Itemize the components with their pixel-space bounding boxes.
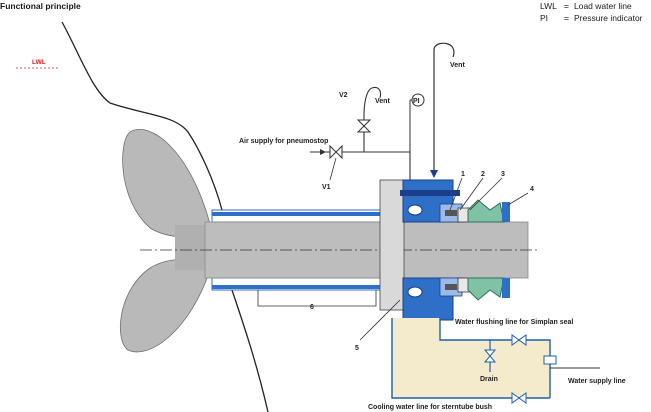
callouts bbox=[257, 177, 529, 341]
label-water-supply: Water supply line bbox=[568, 378, 626, 385]
valve-cooling bbox=[511, 392, 527, 404]
legend-desc-lwl: Load water line bbox=[574, 1, 632, 11]
valve-flushing bbox=[511, 334, 527, 346]
legend-desc-pi: Pressure indicator bbox=[574, 13, 643, 23]
pressure-indicator-gauge bbox=[411, 93, 425, 107]
label-item-6: 6 bbox=[310, 304, 314, 311]
label-cooling-line: Cooling water line for sterntube bush bbox=[368, 404, 492, 411]
label-pi: PI bbox=[413, 98, 420, 105]
diagram-title: Functional principle bbox=[0, 1, 81, 11]
valve-v2 bbox=[356, 119, 372, 133]
water-supply-region bbox=[392, 318, 550, 398]
lwl-label: LWL bbox=[32, 59, 46, 66]
vent-pipe-top bbox=[433, 42, 455, 170]
label-drain: Drain bbox=[480, 376, 498, 383]
legend-eq-lwl: = bbox=[564, 1, 569, 11]
label-flushing-line: Water flushing line for Simplan seal bbox=[455, 319, 573, 326]
flushing-water-line bbox=[439, 318, 551, 398]
label-air-supply: Air supply for pneumostop bbox=[239, 138, 328, 145]
legend-abbr-lwl: LWL bbox=[540, 1, 557, 11]
flow-meter bbox=[543, 355, 557, 365]
legend-abbr-pi: PI bbox=[540, 13, 548, 23]
legend: LWL = Load water line PI = Pressure indi… bbox=[540, 1, 643, 23]
label-vent-v2: Vent bbox=[375, 98, 390, 105]
lwl-marker: LWL bbox=[16, 59, 60, 69]
vent-arrow-top bbox=[430, 170, 438, 178]
cooling-water-line bbox=[391, 318, 550, 399]
label-v2: V2 bbox=[339, 92, 348, 99]
simplan-seal-assembly bbox=[379, 179, 510, 321]
label-v1: V1 bbox=[322, 184, 331, 191]
valve-v1 bbox=[329, 144, 343, 160]
label-vent-top: Vent bbox=[450, 62, 465, 69]
label-item-2: 2 bbox=[481, 171, 485, 178]
hull-outline bbox=[61, 21, 269, 412]
valve-drain bbox=[483, 349, 497, 363]
legend-eq-pi: = bbox=[564, 13, 569, 23]
label-item-3: 3 bbox=[501, 171, 505, 178]
label-item-1: 1 bbox=[461, 171, 465, 178]
propeller bbox=[119, 129, 211, 353]
label-item-4: 4 bbox=[530, 186, 534, 193]
label-item-5: 5 bbox=[355, 345, 359, 352]
